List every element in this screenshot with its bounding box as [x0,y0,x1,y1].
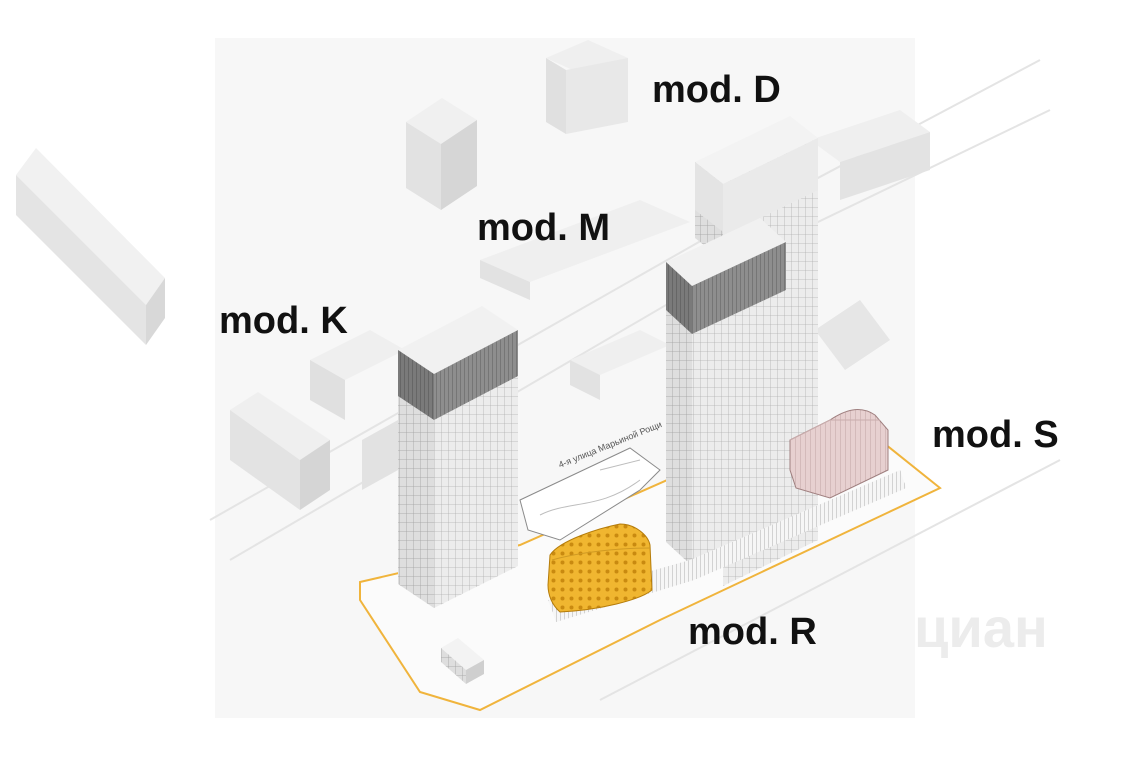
label-mod-d: mod. D [652,69,781,111]
tower-mod-k [398,306,518,608]
label-mod-s: mod. S [932,414,1059,456]
context-building [480,200,690,300]
context-building [570,330,670,400]
context-building [310,330,405,420]
label-mod-r: mod. R [688,611,817,653]
context-building [810,110,930,200]
watermark: циан [914,596,1048,659]
label-mod-m: mod. M [477,207,610,249]
context-building [406,98,477,210]
building-mod-r [547,523,653,613]
label-mod-k: mod. K [219,300,348,342]
tower-mod-m [666,218,786,566]
context-building [16,148,165,345]
courtyard [519,447,661,541]
context-building [230,392,330,510]
context-buildings [16,40,930,510]
pavilion [441,638,484,684]
context-shadow [815,300,890,370]
building-mod-s [789,409,889,499]
context-building [362,420,398,490]
context-building [546,40,628,134]
